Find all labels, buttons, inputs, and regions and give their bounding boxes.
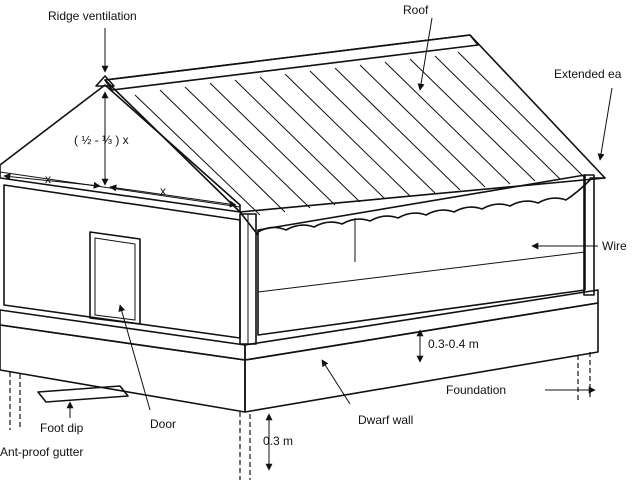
- foot-dip: [37, 385, 129, 403]
- label-foundation: Foundation: [446, 383, 506, 397]
- label-extended-eaves: Extended ea: [554, 67, 622, 81]
- foundation: [9, 352, 591, 480]
- label-height-dwarf: 0.3-0.4 m: [428, 337, 479, 351]
- side-wall-mesh: [257, 174, 586, 336]
- label-ant-proof-gutter: Ant-proof gutter: [0, 445, 83, 459]
- label-wire: Wire: [602, 239, 627, 253]
- label-foot-dip: Foot dip: [40, 421, 84, 435]
- dwarf-wall: [0, 289, 599, 413]
- roof: [104, 34, 606, 236]
- door: [89, 231, 141, 325]
- ridge-cap: [95, 75, 115, 87]
- labels: Ridge ventilation Roof Extended ea ( ½ -…: [0, 3, 627, 459]
- label-dwarf-wall: Dwarf wall: [358, 413, 413, 427]
- label-x-left: x: [45, 172, 51, 186]
- leader-lines: [66, 17, 613, 418]
- label-door: Door: [150, 417, 176, 431]
- right-post: [583, 174, 595, 296]
- label-gable-height: ( ½ - ⅓ ) x: [74, 133, 129, 147]
- gable-end: [0, 84, 241, 213]
- dimension-lines: [3, 91, 424, 471]
- corner-post: [239, 213, 257, 345]
- label-roof: Roof: [403, 3, 429, 17]
- label-x-right: x: [160, 184, 166, 198]
- roof-corrugations: [134, 51, 586, 216]
- label-ridge-ventilation: Ridge ventilation: [48, 9, 137, 23]
- label-height-foundation: 0.3 m: [263, 434, 293, 448]
